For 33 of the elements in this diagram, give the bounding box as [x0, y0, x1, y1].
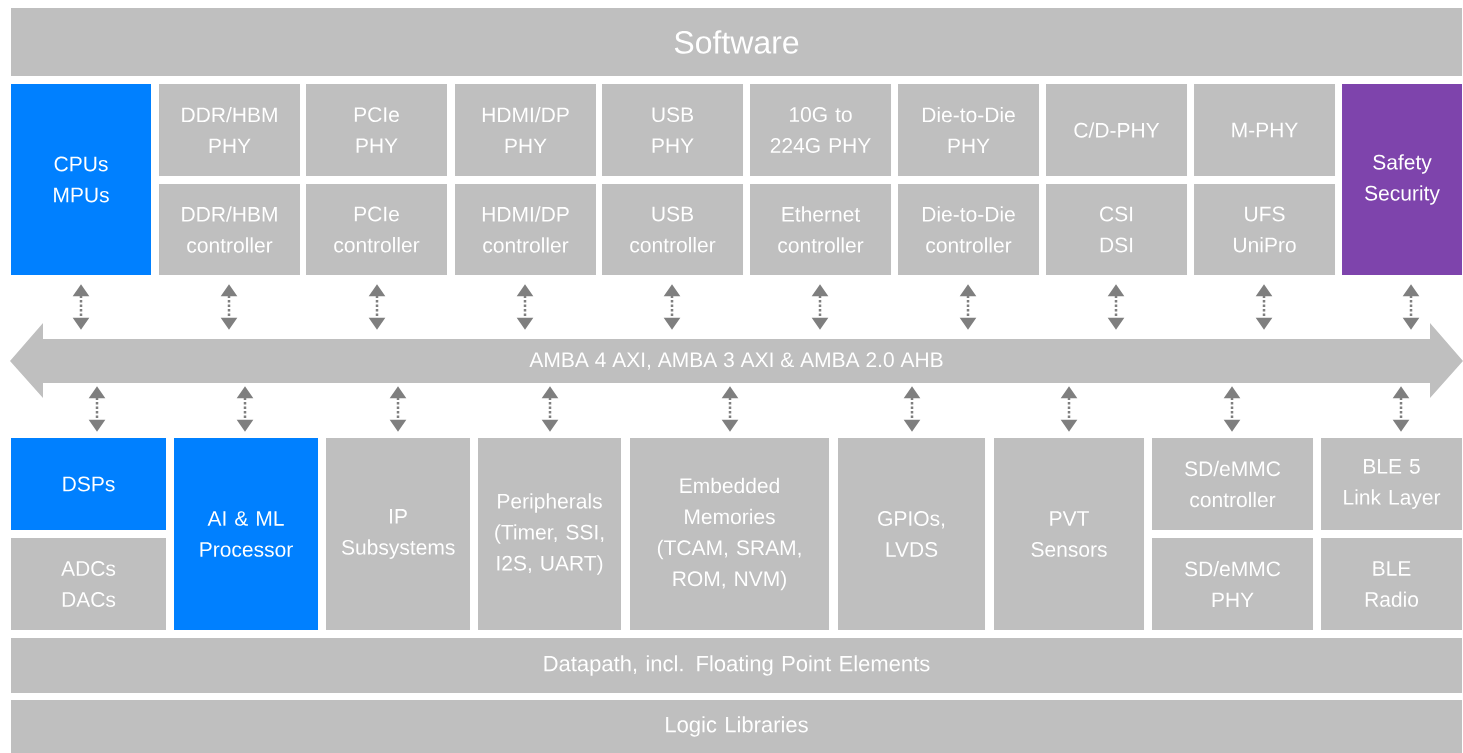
controller-block: CSI DSI [1046, 184, 1187, 275]
ip-block: PVT Sensors [994, 438, 1144, 630]
controller-block: PCIe controller [306, 184, 447, 275]
security-block: Safety Security [1342, 84, 1462, 275]
ip-block: BLE 5 Link Layer [1321, 438, 1462, 530]
library-band: Logic Libraries [11, 700, 1462, 753]
phy-block: M-PHY [1194, 84, 1335, 176]
ip-block: SD/eMMC PHY [1152, 538, 1313, 630]
ip-block: Embedded Memories (TCAM, SRAM, ROM, NVM) [630, 438, 829, 630]
processor-block: CPUs MPUs [11, 84, 151, 275]
software-band: Software [11, 8, 1462, 76]
processor-block: AI & ML Processor [174, 438, 318, 630]
ip-block: BLE Radio [1321, 538, 1462, 630]
phy-block: Die-to-Die PHY [898, 84, 1039, 176]
ip-block: SD/eMMC controller [1152, 438, 1313, 530]
phy-block: 10G to 224G PHY [750, 84, 891, 176]
ip-block: ADCs DACs [11, 538, 166, 630]
phy-block: PCIe PHY [306, 84, 447, 176]
controller-block: Ethernet controller [750, 184, 891, 275]
processor-block: DSPs [11, 438, 166, 530]
phy-block: HDMI/DP PHY [455, 84, 596, 176]
phy-block: USB PHY [602, 84, 743, 176]
controller-block: HDMI/DP controller [455, 184, 596, 275]
controller-block: Die-to-Die controller [898, 184, 1039, 275]
controller-block: USB controller [602, 184, 743, 275]
phy-block: DDR/HBM PHY [159, 84, 300, 176]
ip-block: Peripherals (Timer, SSI, I2S, UART) [478, 438, 621, 630]
ip-block: GPIOs, LVDS [838, 438, 985, 630]
ip-block: IP Subsystems [326, 438, 470, 630]
phy-block: C/D-PHY [1046, 84, 1187, 176]
controller-block: UFS UniPro [1194, 184, 1335, 275]
controller-block: DDR/HBM controller [159, 184, 300, 275]
datapath-band: Datapath, incl. Floating Point Elements [11, 638, 1462, 693]
